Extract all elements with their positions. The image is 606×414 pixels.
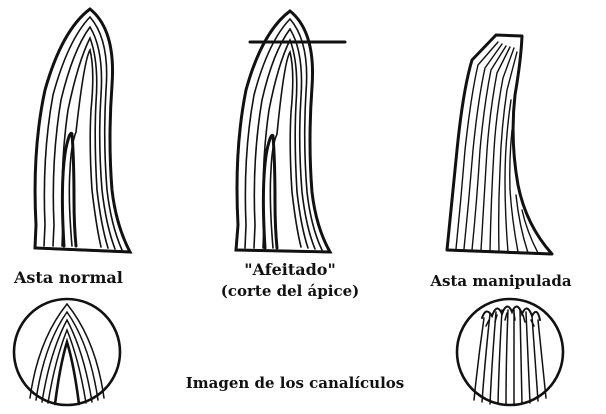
caption-corte-del-apice: (corte del ápice) [205,284,375,299]
caption-afeitado: "Afeitado" [205,262,375,278]
caption-imagen-canaliculos: Imagen de los canalículos [130,376,460,391]
caption-asta-manipulada: Asta manipulada [400,274,602,289]
afeitado-horn [236,11,345,252]
manipulada-horn [447,35,552,254]
manipulated-canaliculi-magnifier [457,299,563,405]
caption-asta-normal: Asta normal [14,270,194,286]
normal-horn [35,9,130,252]
normal-canaliculi-magnifier [14,299,120,405]
